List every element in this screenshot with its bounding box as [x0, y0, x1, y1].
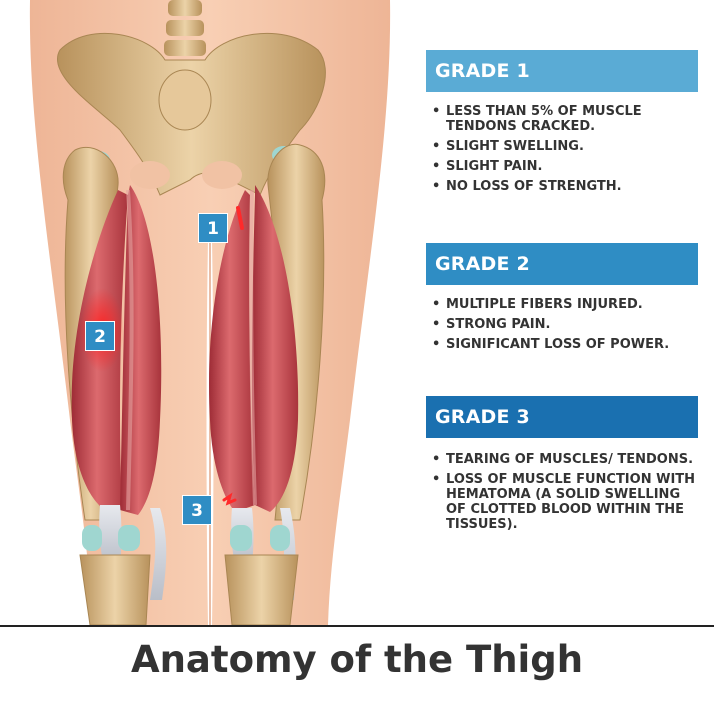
grade-2-header: GRADE 2	[426, 243, 698, 285]
footer-divider	[0, 625, 714, 627]
grade-1-list: LESS THAN 5% OF MUSCLE TENDONS CRACKED. …	[430, 104, 700, 199]
spine	[164, 0, 206, 56]
grade-3-injury-mark	[222, 492, 237, 506]
list-item: LOSS OF MUSCLE FUNCTION WITH HEMATOMA (A…	[430, 472, 700, 532]
right-knee	[224, 525, 299, 625]
list-item: STRONG PAIN.	[430, 317, 700, 332]
list-item: MULTIPLE FIBERS INJURED.	[430, 297, 700, 312]
list-item: TEARING OF MUSCLES/ TENDONS.	[430, 452, 700, 467]
right-hamstring-outer	[251, 185, 299, 512]
grade-2-list: MULTIPLE FIBERS INJURED. STRONG PAIN. SI…	[430, 297, 700, 357]
grade-1-header: GRADE 1	[426, 50, 698, 92]
list-item: SIGNIFICANT LOSS OF POWER.	[430, 337, 700, 352]
grade-1-injury-mark	[236, 206, 244, 230]
left-knee	[79, 525, 151, 625]
injury-marker-2: 2	[85, 321, 115, 351]
thigh-anatomy-illustration	[29, 0, 391, 625]
list-item: NO LOSS OF STRENGTH.	[430, 179, 700, 194]
grade-3-list: TEARING OF MUSCLES/ TENDONS. LOSS OF MUS…	[430, 452, 700, 537]
right-hamstring-inner	[209, 190, 255, 512]
injury-marker-3: 3	[182, 495, 212, 525]
page-title: Anatomy of the Thigh	[130, 638, 584, 681]
injury-marker-1: 1	[198, 213, 228, 243]
list-item: SLIGHT PAIN.	[430, 159, 700, 174]
list-item: SLIGHT SWELLING.	[430, 139, 700, 154]
grade-3-header: GRADE 3	[426, 396, 698, 438]
list-item: LESS THAN 5% OF MUSCLE TENDONS CRACKED.	[430, 104, 700, 134]
